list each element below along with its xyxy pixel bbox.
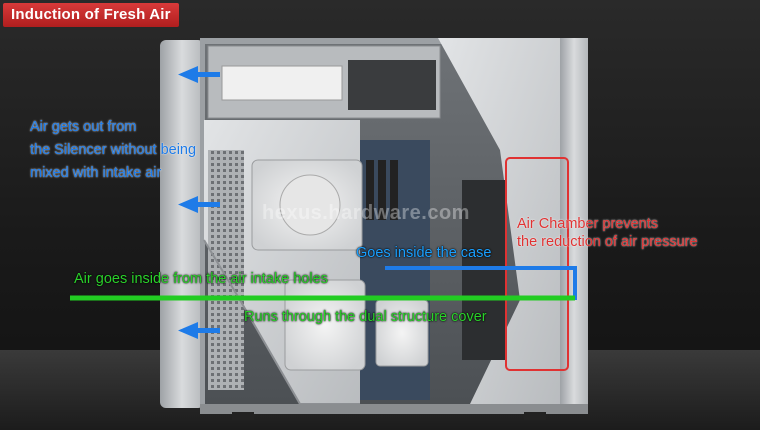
dual-cover-label: Runs through the dual structure cover <box>244 309 487 325</box>
inside-case-airflow-line <box>385 266 577 300</box>
chamber-label-line-1: Air Chamber prevents <box>517 216 659 232</box>
ram-slot <box>366 160 374 220</box>
foot <box>524 412 546 420</box>
exhaust-arrow <box>178 66 220 83</box>
case-left-front <box>160 40 204 408</box>
exhaust-arrow <box>178 196 220 213</box>
case-right-front <box>560 38 588 408</box>
exhaust-label-line-1: Air gets out from <box>30 119 137 135</box>
foot <box>232 412 254 420</box>
exhaust-arrow <box>178 322 220 339</box>
watermark: hexus.hardware.com <box>262 202 470 224</box>
optical-drive <box>221 65 343 101</box>
diagram-title: Induction of Fresh Air <box>3 3 179 27</box>
hdd-2 <box>284 279 366 371</box>
ram-slot <box>390 160 398 220</box>
psu-bay <box>348 60 436 110</box>
intake-label: Air goes inside from the air intake hole… <box>74 271 328 287</box>
rear-panel <box>438 38 560 404</box>
ram-slot <box>378 160 386 220</box>
exhaust-label-line-3: mixed with intake air <box>30 165 162 181</box>
air-chamber-outline <box>505 157 569 371</box>
exhaust-label-line-2: the Silencer without being <box>30 142 197 158</box>
hdd-platter <box>279 174 341 236</box>
case-bottom <box>200 404 588 414</box>
chamber-label-line-2: the reduction of air pressure <box>517 234 698 250</box>
vent-grille <box>208 150 244 390</box>
inside-case-label: Goes inside the case <box>356 245 492 261</box>
